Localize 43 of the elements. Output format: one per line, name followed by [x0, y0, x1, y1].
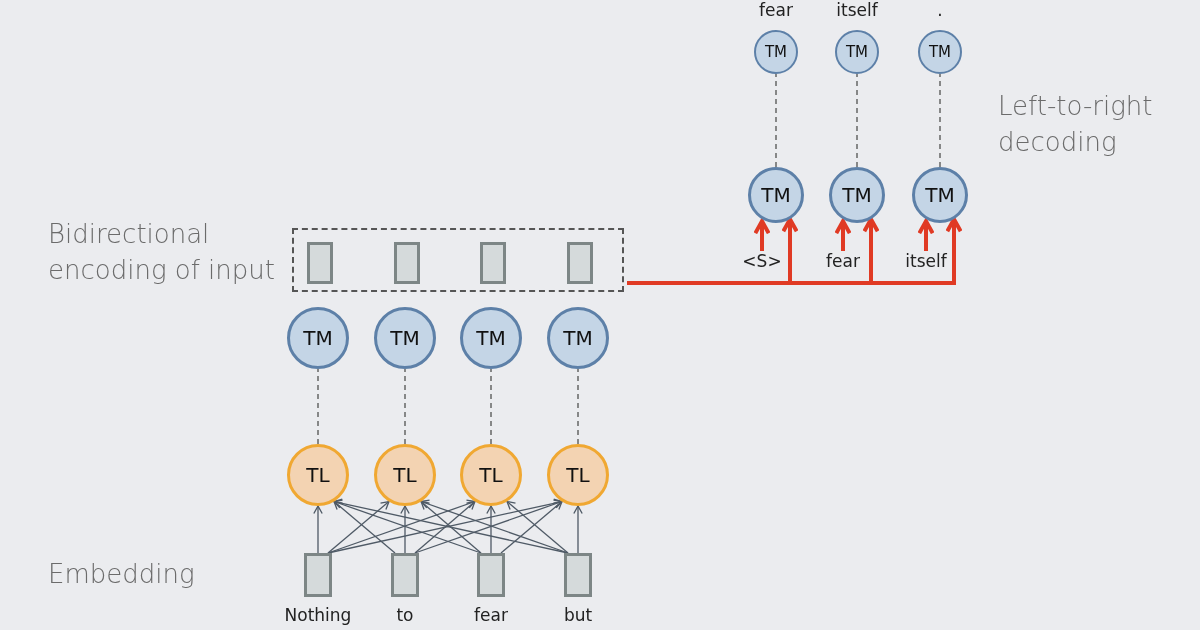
word-label: but [562, 607, 594, 624]
vector-box [391, 553, 419, 597]
vector-box [307, 242, 333, 284]
word-label: itself [835, 2, 879, 19]
connector-line [856, 73, 858, 168]
word-label: fear [758, 2, 794, 19]
section-label: Left-to-right decoding [998, 90, 1154, 159]
vector-box [394, 242, 420, 284]
arrow [327, 500, 390, 554]
word-label: fear [473, 607, 509, 624]
connector-line [577, 368, 579, 445]
word-label: . [936, 2, 944, 19]
connector-line [404, 368, 406, 445]
connector-line [939, 73, 941, 168]
connector-line [490, 368, 492, 445]
arrow [573, 505, 583, 554]
connector-line [775, 73, 777, 168]
token-label: <S> [736, 251, 788, 273]
arrow [414, 500, 476, 554]
vector-box [480, 242, 506, 284]
arrow [486, 505, 496, 554]
arrow [420, 500, 482, 554]
word-label: Nothing [283, 607, 353, 624]
token-label: fear [817, 251, 869, 273]
arrow [834, 219, 852, 251]
word-label: to [395, 607, 415, 624]
token-label: itself [900, 251, 952, 273]
vector-box [567, 242, 593, 284]
section-label: Embedding [48, 558, 196, 591]
arrow [753, 219, 771, 251]
arrow [313, 505, 323, 554]
arrow [627, 217, 963, 285]
connector-line [317, 368, 319, 445]
vector-box [477, 553, 505, 597]
arrow [506, 500, 569, 554]
arrow [917, 219, 935, 251]
section-label: Bidirectional encoding of input [48, 218, 276, 287]
vector-box [304, 553, 332, 597]
vector-box [564, 553, 592, 597]
arrow [500, 500, 563, 554]
arrow [400, 505, 410, 554]
dashed-group-box [292, 228, 624, 292]
arrow [333, 500, 396, 554]
